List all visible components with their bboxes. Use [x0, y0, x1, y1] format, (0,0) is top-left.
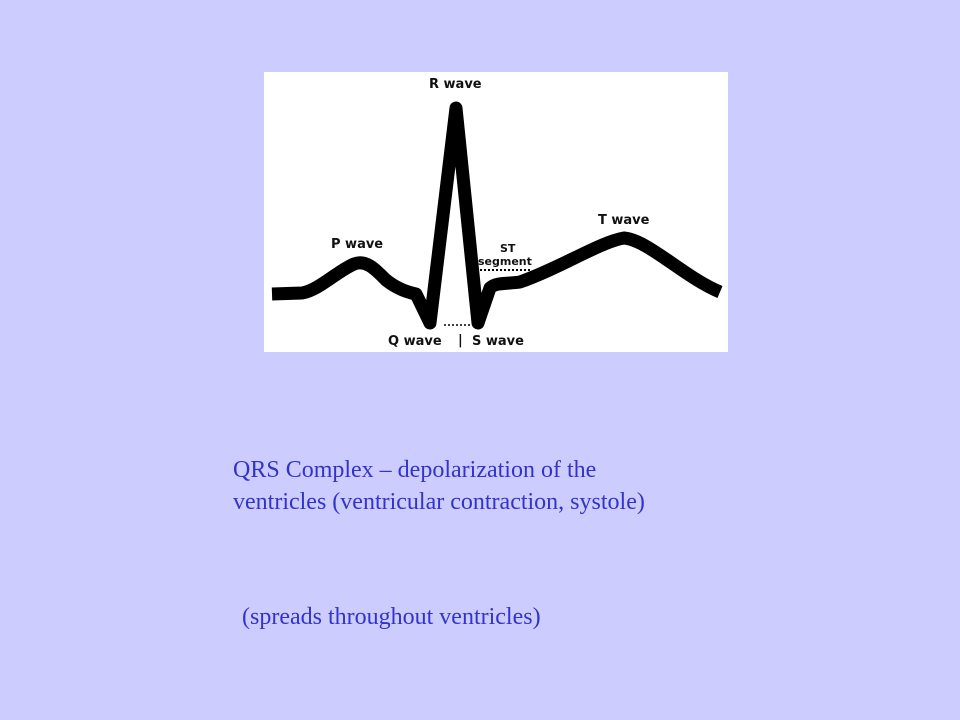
t-wave-label: T wave	[598, 213, 650, 228]
ecg-trace	[271, 101, 723, 330]
segment-label: segment	[478, 255, 532, 268]
q-wave-label: Q wave	[388, 334, 442, 349]
spread-note: (spreads throughout ventricles)	[242, 604, 541, 630]
r-wave-label: R wave	[429, 77, 482, 92]
ecg-diagram: R wave P wave T wave ST segment Q wave |…	[264, 72, 728, 352]
caption-line-2: ventricles (ventricular contraction, sys…	[233, 489, 645, 515]
s-wave-label: S wave	[472, 334, 524, 349]
caption-line-1: QRS Complex – depolarization of the	[233, 457, 597, 483]
ecg-svg: R wave P wave T wave ST segment Q wave |…	[271, 77, 723, 349]
qs-separator: |	[458, 333, 463, 348]
st-label: ST	[500, 242, 516, 255]
qrs-caption: QRS Complex – depolarization of the vent…	[233, 454, 853, 518]
p-wave-label: P wave	[331, 237, 383, 252]
